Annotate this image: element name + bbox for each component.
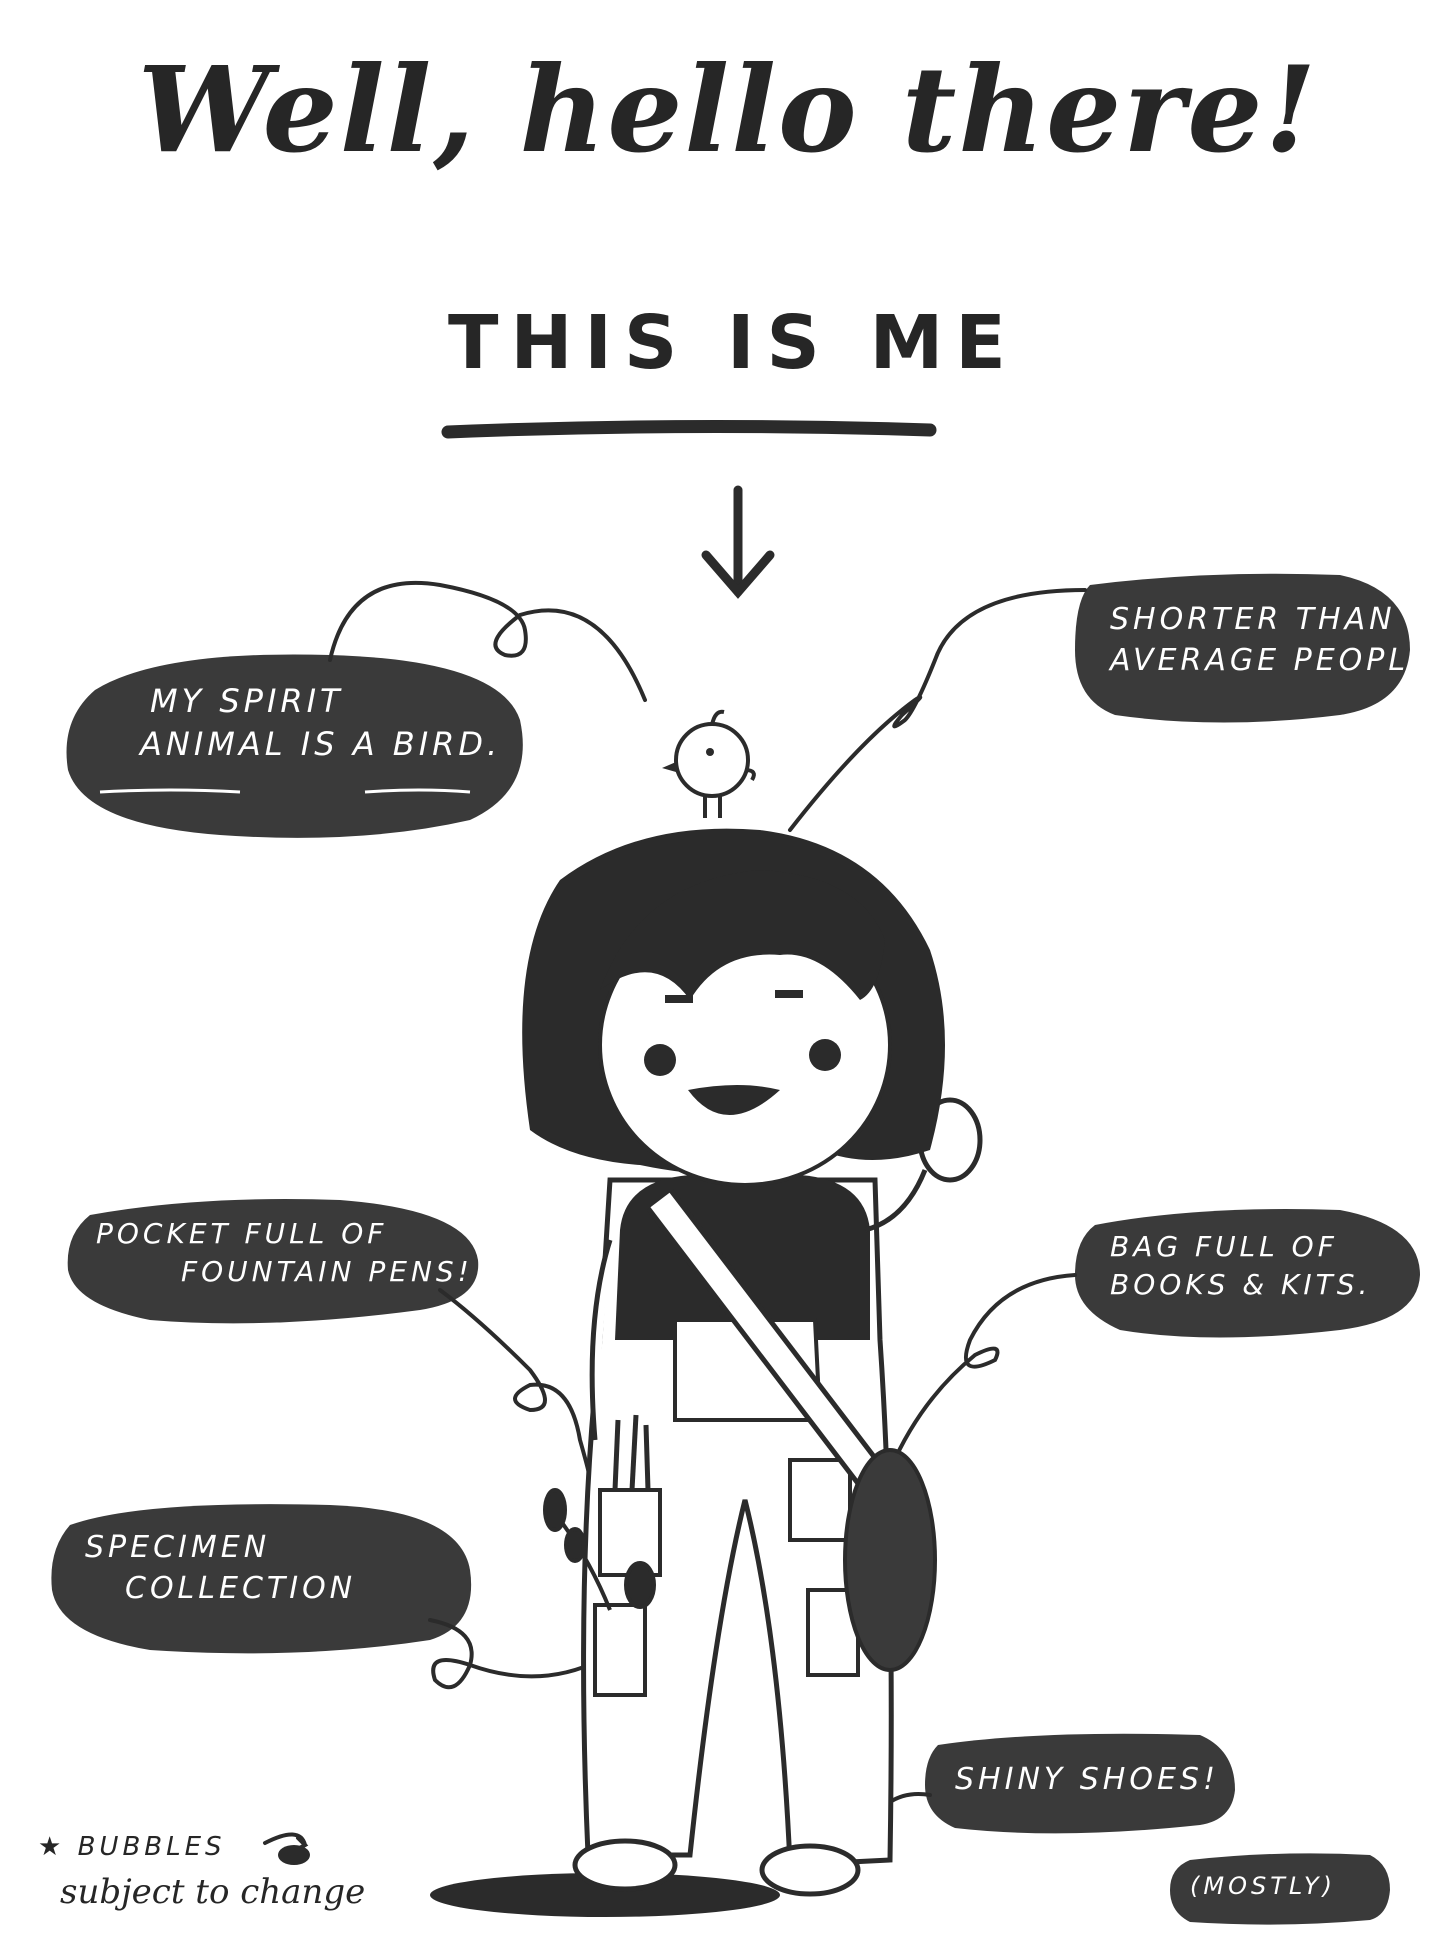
spirit-period: . (487, 725, 502, 764)
bubble-mostly (1170, 1853, 1390, 1925)
shorter-bubble-text: SHORTER THAN AVERAGE PEOPLE (1110, 600, 1432, 681)
bubble-bag (1075, 1209, 1420, 1338)
spirit-underlines (99, 788, 471, 794)
shoes-bubble-text: SHINY SHOES! (955, 1760, 1219, 1801)
bubble-pocket (67, 1199, 479, 1324)
mostly-bubble-text: (MOSTLY) (1190, 1870, 1336, 1902)
bag-line1: BAG FULL OF (1110, 1230, 1338, 1263)
spirit-line2: ANIMAL IS A BIRD. (140, 723, 501, 766)
down-arrow-icon (701, 485, 775, 599)
bubble-spirit (66, 654, 523, 838)
subtitle: THIS IS ME (448, 300, 1018, 386)
footnote-bubble-icon (278, 1845, 310, 1865)
bag-line2: BOOKS & KITS. (1110, 1267, 1372, 1301)
bubble-specimen (51, 1504, 472, 1654)
shoes-line1: SHINY SHOES! (955, 1762, 1219, 1797)
spirit-bubble-text: MY SPIRIT ANIMAL IS A BIRD. (140, 680, 501, 766)
footnote-line2: subject to change (60, 1872, 366, 1912)
bag-bubble-text: BAG FULL OF BOOKS & KITS. (1110, 1228, 1371, 1304)
shorter-line2: AVERAGE PEOPLE (1110, 642, 1433, 678)
girl-character-icon (522, 709, 983, 1897)
pocket-bubble-text: POCKET FULL OF FOUNTAIN PENS! (96, 1215, 473, 1291)
subtitle-underline (441, 419, 937, 439)
spirit-line1: MY SPIRIT (150, 682, 344, 720)
mostly-line1: (MOSTLY) (1190, 1872, 1336, 1900)
spirit-animal: ANIMAL (140, 725, 287, 764)
footnote-line1: ★ BUBBLES (38, 1832, 226, 1862)
bird-icon (662, 709, 756, 818)
bubble-shorter (1075, 573, 1410, 723)
page-title: Well, hello there! (137, 40, 1319, 179)
pocket-line2: FOUNTAIN PENS! (181, 1254, 473, 1288)
star-icon: ★ (38, 1832, 66, 1862)
bubble-shoes (925, 1733, 1235, 1834)
footnote-bubbles: BUBBLES (77, 1832, 226, 1862)
spirit-is-a: IS A (286, 725, 393, 764)
ground-shadow (430, 1873, 780, 1917)
specimen-bubble-text: SPECIMEN COLLECTION (85, 1528, 356, 1609)
pocket-line1: POCKET FULL OF (96, 1217, 388, 1250)
specimen-line1: SPECIMEN (85, 1530, 271, 1565)
shorter-line1: SHORTER THAN (1110, 602, 1396, 637)
spirit-bird: BIRD (392, 725, 488, 764)
bubble-shapes (51, 573, 1420, 1925)
specimen-line2: COLLECTION (125, 1570, 357, 1606)
